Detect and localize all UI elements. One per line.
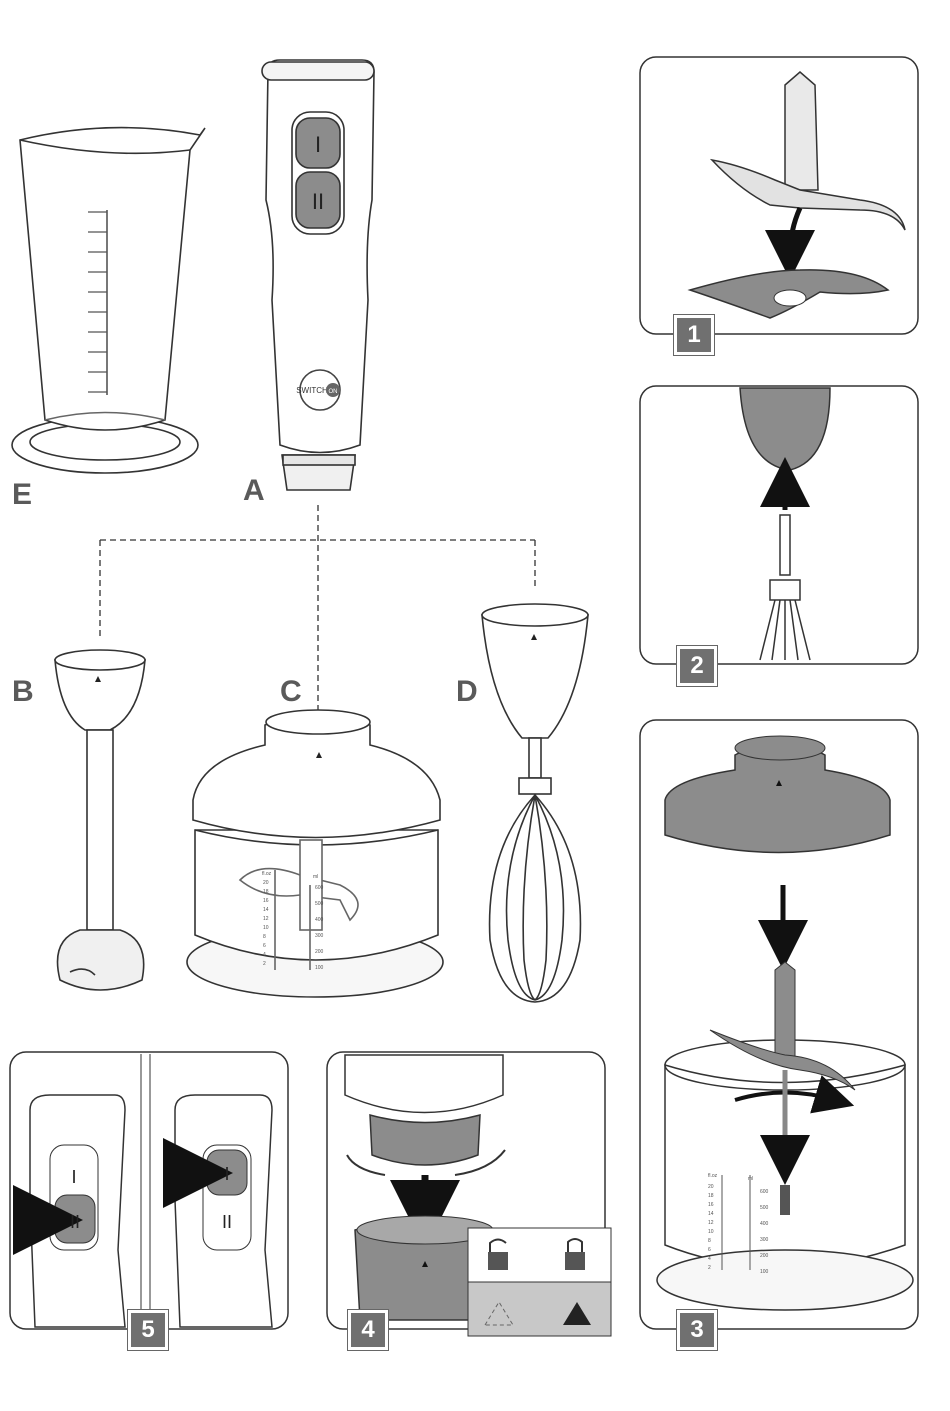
step-badge-5: 5 [128, 1310, 168, 1350]
scale-left-value: 16 [263, 898, 269, 904]
scale-left-value: 6 [708, 1247, 711, 1253]
scale-left-value: 6 [263, 943, 266, 949]
scale-right-value: 300 [760, 1237, 769, 1243]
scale-left-value: 12 [708, 1220, 714, 1226]
part-label-e: E [12, 480, 32, 510]
scale-left-value: 16 [708, 1202, 714, 1208]
scale-left-value: 18 [263, 889, 269, 895]
scale-left-value: 14 [263, 907, 269, 913]
scale-left-unit: fl.oz [262, 871, 272, 877]
step-badge-2: 2 [677, 646, 717, 686]
scale-left-value: 12 [263, 916, 269, 922]
scale-left-value: 20 [263, 880, 269, 886]
scale-right-value: 500 [760, 1205, 769, 1211]
scale-left-value: 10 [708, 1229, 714, 1235]
scale-right-value: 400 [315, 917, 324, 923]
scale-left-value: 2 [263, 961, 266, 967]
scale-right-unit: ml [748, 1176, 753, 1182]
scale-right-value: 200 [315, 949, 324, 955]
scale-left-value: 10 [263, 925, 269, 931]
scale-right-value: 400 [760, 1221, 769, 1227]
scale-left-value: 8 [708, 1238, 711, 1244]
scale-left-unit: fl.oz [708, 1173, 718, 1179]
scale-right-value: 100 [315, 965, 324, 971]
scale-right-value: 600 [760, 1189, 769, 1195]
scale-left-value: 18 [708, 1193, 714, 1199]
scale-right-value: 600 [315, 885, 324, 891]
scale-left-value: 4 [263, 952, 266, 958]
part-label-c: C [280, 677, 302, 707]
part-label-a: A [243, 476, 265, 506]
scale-right-value: 500 [315, 901, 324, 907]
part-label-d: D [456, 677, 478, 707]
scale-left-value: 4 [708, 1256, 711, 1262]
step-badge-1: 1 [674, 315, 714, 355]
scale-left-value: 2 [708, 1265, 711, 1271]
step-badge-4: 4 [348, 1310, 388, 1350]
scale-left-value: 8 [263, 934, 266, 940]
scale-left-value: 14 [708, 1211, 714, 1217]
scale-right-unit: ml [313, 874, 318, 880]
scale-right-value: 300 [315, 933, 324, 939]
part-label-b: B [12, 677, 34, 707]
step-badge-3: 3 [677, 1310, 717, 1350]
scale-right-value: 200 [760, 1253, 769, 1259]
scale-left-value: 20 [708, 1184, 714, 1190]
scale-right-value: 100 [760, 1269, 769, 1275]
